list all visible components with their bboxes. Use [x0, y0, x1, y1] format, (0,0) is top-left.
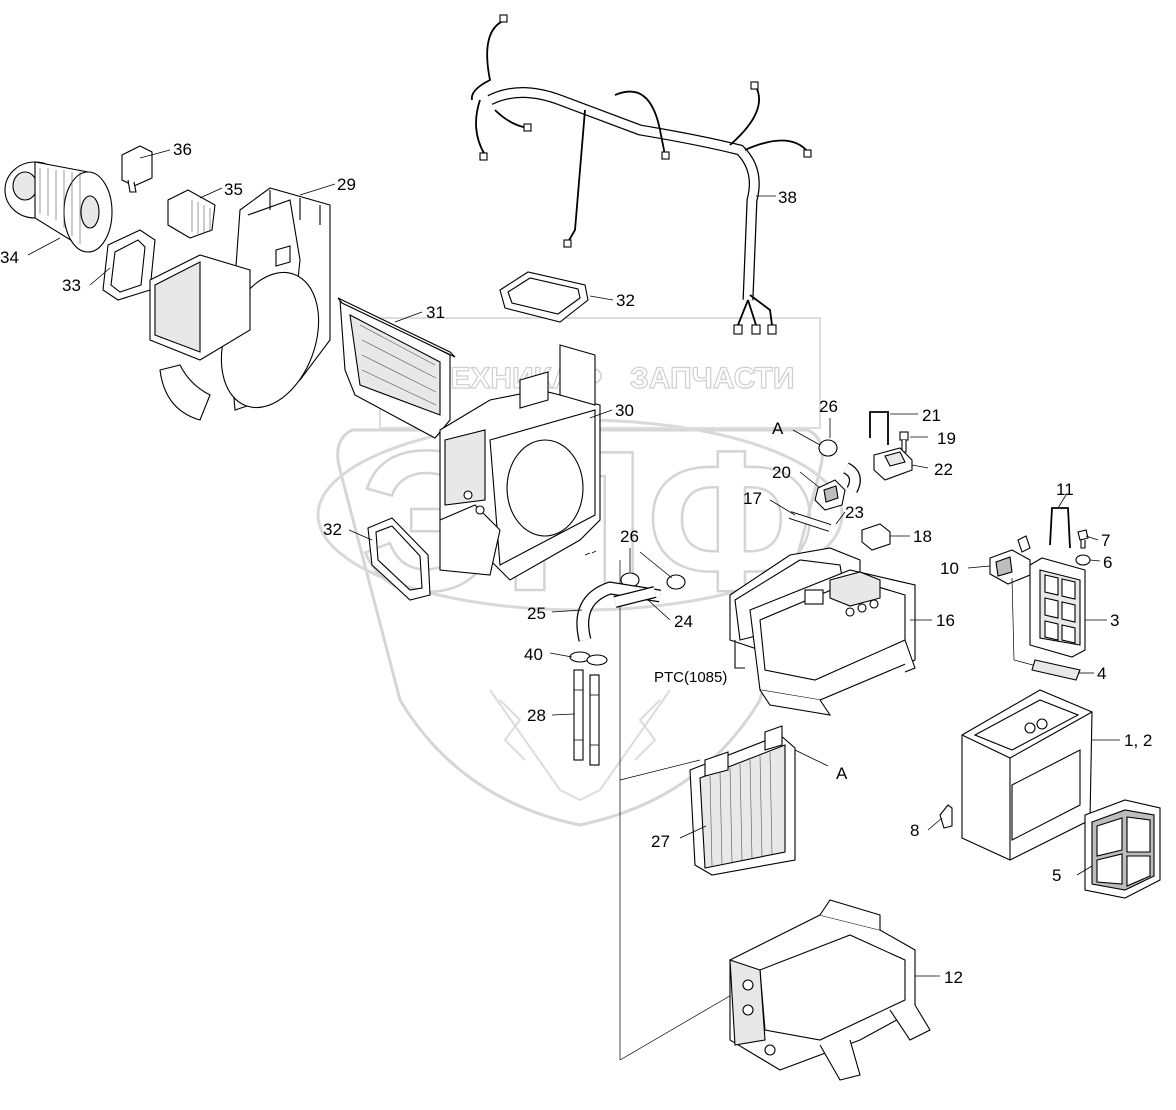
callout-32-side: 32 — [323, 520, 342, 539]
pipe-21 — [869, 411, 889, 445]
clamp-26-a — [818, 439, 838, 457]
wire-harness — [470, 14, 812, 335]
valve-20 — [814, 479, 846, 511]
gasket-32-side — [367, 517, 431, 601]
callout-25: 25 — [527, 604, 546, 623]
motor-connector — [167, 189, 216, 239]
callout-ptc: PTC(1085) — [654, 669, 727, 686]
callout-7: 7 — [1101, 531, 1110, 550]
callout-36: 36 — [173, 140, 192, 159]
filter-3 — [1029, 557, 1086, 658]
callout-4: 4 — [1097, 664, 1106, 683]
callout-20: 20 — [772, 463, 791, 482]
callout-38: 38 — [778, 188, 797, 207]
callout-5: 5 — [1052, 866, 1061, 885]
callout-18: 18 — [913, 527, 932, 546]
leader-lines — [27, 149, 1120, 977]
evaporator-core — [337, 297, 456, 439]
callout-labels: 36 35 29 34 33 31 32 30 38 32 26 25 24 4… — [0, 140, 1152, 987]
pipe-11 — [1049, 507, 1071, 549]
callout-40: 40 — [524, 645, 543, 664]
callout-8: 8 — [910, 821, 919, 840]
watermark-brand-right: ЗАПЧАСТИ — [630, 362, 794, 395]
blower-fan — [4, 161, 113, 253]
bolt-7 — [1077, 529, 1089, 549]
callout-16: 16 — [936, 611, 955, 630]
callout-27: 27 — [651, 832, 670, 851]
callout-26-lower: 26 — [620, 527, 639, 546]
heater-case — [439, 344, 601, 581]
callout-12: 12 — [944, 968, 963, 987]
callout-34: 34 — [0, 248, 19, 267]
relay-18 — [861, 523, 891, 551]
callout-19: 19 — [937, 429, 956, 448]
connector-tubes-28 — [569, 651, 608, 766]
callout-3: 3 — [1110, 611, 1119, 630]
callout-6: 6 — [1103, 553, 1112, 572]
callout-a-upper: A — [772, 419, 784, 438]
callout-31: 31 — [426, 303, 445, 322]
assembly-reference-line-2 — [619, 989, 741, 1061]
gasket-32-top — [499, 271, 589, 323]
callout-22: 22 — [934, 460, 953, 479]
gasket-33 — [102, 229, 156, 301]
heater-core — [689, 725, 796, 876]
callout-30: 30 — [615, 401, 634, 420]
callout-33: 33 — [62, 276, 81, 295]
blower-housing — [149, 187, 331, 421]
filter-grille-5 — [1084, 799, 1161, 899]
lower-tray-12 — [729, 899, 931, 1081]
assembly-reference-line-3 — [619, 759, 701, 781]
callout-32-top: 32 — [616, 291, 635, 310]
callout-35: 35 — [224, 180, 243, 199]
callout-11: 11 — [1056, 480, 1074, 499]
callout-21: 21 — [922, 406, 941, 425]
watermark-brand-left: ТЕХНИКА — [432, 362, 574, 395]
callout-10: 10 — [940, 559, 959, 578]
callout-17: 17 — [743, 489, 762, 508]
callout-26-upper: 26 — [819, 397, 838, 416]
housing-box-1-2 — [961, 689, 1093, 861]
clip-8 — [939, 804, 953, 829]
callout-1-2: 1, 2 — [1124, 731, 1152, 750]
callout-24: 24 — [674, 612, 693, 631]
control-frame-16 — [729, 547, 916, 716]
washer-6 — [1075, 554, 1091, 566]
blower-resistor — [121, 145, 153, 193]
seal-strip-4 — [1031, 659, 1081, 681]
callout-a-lower: A — [836, 764, 848, 783]
callout-28: 28 — [527, 706, 546, 725]
hose-clamps-26 — [620, 572, 686, 590]
expansion-valve-22 — [873, 447, 913, 481]
callout-29: 29 — [337, 175, 356, 194]
valve-10 — [989, 535, 1031, 585]
callout-23: 23 — [845, 503, 864, 522]
